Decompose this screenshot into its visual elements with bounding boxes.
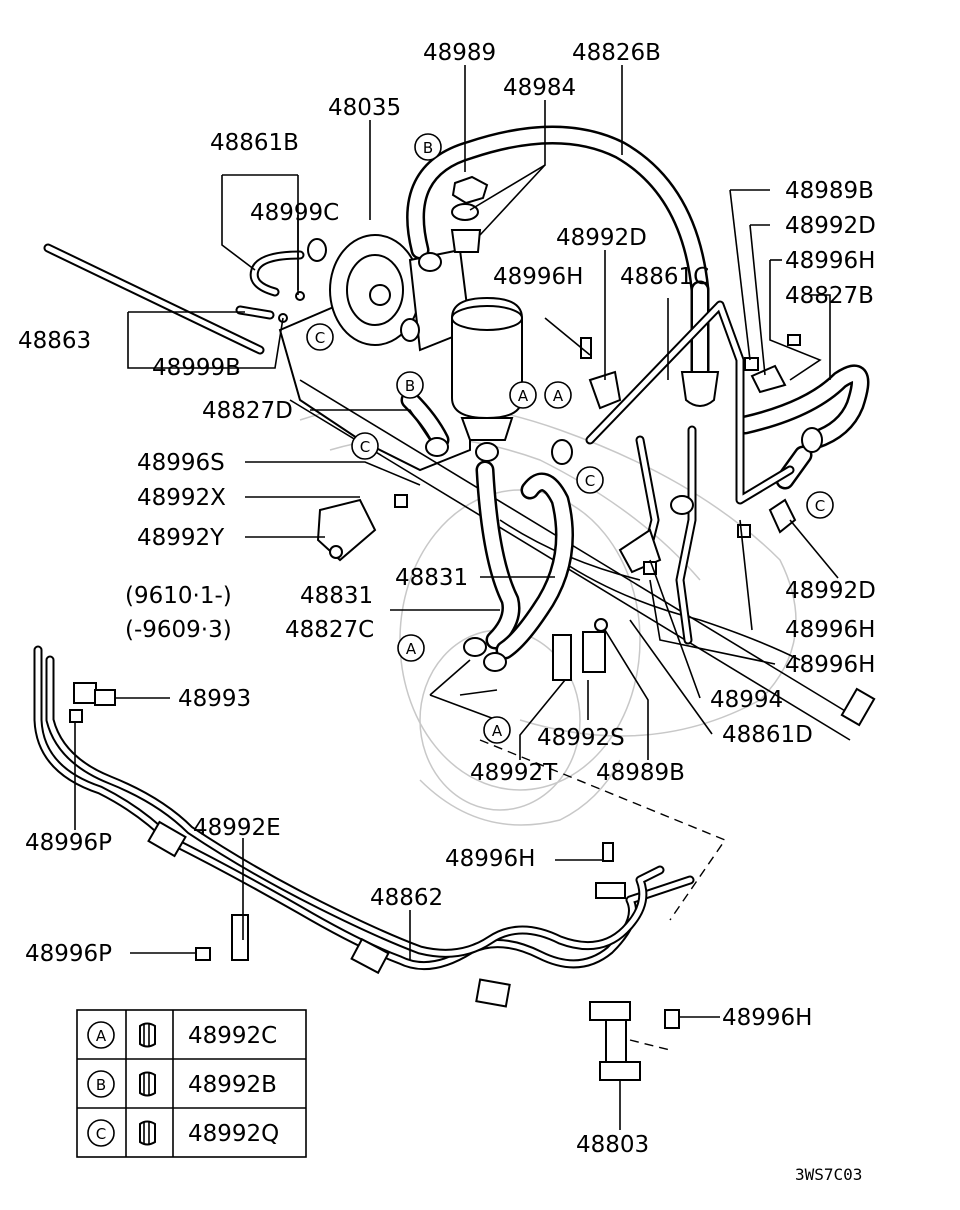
legend-part-b: 48992B xyxy=(188,1072,277,1098)
label-48827B: 48827B xyxy=(785,283,874,309)
power-steering-pump xyxy=(329,234,472,352)
cooler-pipe-48862 xyxy=(33,645,695,1008)
callout-b-2-label: B xyxy=(405,377,415,395)
label-48992E: 48992E xyxy=(193,815,281,841)
dashed-guides xyxy=(479,739,727,1051)
label-48992D-right: 48992D xyxy=(785,213,876,239)
label-48831-dated: 48831 xyxy=(300,583,373,609)
clamp-icon xyxy=(139,1022,156,1048)
clamps-and-fittings xyxy=(278,175,823,672)
callout-b-1-label: B xyxy=(423,139,433,157)
callout-c-2-label: C xyxy=(360,438,370,456)
callout-a-4-label: A xyxy=(492,722,503,740)
clamp-legend-table: A 48992C B 48992B C 48992Q xyxy=(76,1009,307,1158)
legend-key-b: B xyxy=(96,1076,106,1094)
label-48996P-b: 48996P xyxy=(25,941,112,967)
callout-c-2: C xyxy=(351,432,379,460)
rack-rod xyxy=(43,243,265,355)
label-48999C: 48999C xyxy=(250,200,339,226)
legend-key-a: A xyxy=(96,1027,107,1045)
label-48996H-right: 48996H xyxy=(785,248,875,274)
label-48035: 48035 xyxy=(328,95,401,121)
label-48996H-top: 48996H xyxy=(493,264,583,290)
clamp-icon xyxy=(139,1120,156,1146)
label-date-from: (9610·1-) xyxy=(125,583,232,609)
callout-b-1: B xyxy=(414,133,442,161)
callout-c-3: C xyxy=(576,466,604,494)
pipe-48861C xyxy=(585,300,795,505)
label-48992T: 48992T xyxy=(470,760,558,786)
callout-c-4: C xyxy=(806,491,834,519)
label-48993: 48993 xyxy=(178,686,251,712)
label-48826B: 48826B xyxy=(572,40,661,66)
label-48831: 48831 xyxy=(395,565,468,591)
part-labels: 48989 48826B 48984 48035 48861B 48999C 4… xyxy=(18,40,876,1158)
hose-48827B xyxy=(735,364,870,490)
label-48989B-right: 48989B xyxy=(785,178,874,204)
label-48996H-mid2: 48996H xyxy=(785,652,875,678)
callout-a-4: A xyxy=(483,716,511,744)
callout-c-3-label: C xyxy=(585,472,595,490)
label-48999B: 48999B xyxy=(152,355,241,381)
label-48996P-a: 48996P xyxy=(25,830,112,856)
callout-b-2: B xyxy=(396,371,424,399)
label-48992Y: 48992Y xyxy=(137,525,225,551)
callout-a-2-label: A xyxy=(553,387,564,405)
callout-a-1: A xyxy=(509,381,537,409)
label-date-to: (-9609·3) xyxy=(125,617,232,643)
label-48861D: 48861D xyxy=(722,722,813,748)
label-48996H-low: 48996H xyxy=(445,846,535,872)
hose-48831 xyxy=(495,472,574,660)
legend-row-b: B 48992B xyxy=(87,1070,277,1098)
label-48861B: 48861B xyxy=(210,130,299,156)
label-48989: 48989 xyxy=(423,40,496,66)
label-48989B-low: 48989B xyxy=(596,760,685,786)
reservoir-tank xyxy=(451,296,523,441)
label-48992X: 48992X xyxy=(137,485,226,511)
callout-a-3-label: A xyxy=(406,640,417,658)
callout-c-4-label: C xyxy=(815,497,825,515)
callout-a-1-label: A xyxy=(518,387,529,405)
label-48863: 48863 xyxy=(18,328,91,354)
legend-key-c: C xyxy=(96,1125,106,1143)
label-48996H-br: 48996H xyxy=(722,1005,812,1031)
hose-48827D xyxy=(400,390,450,450)
diagram-code: 3WS7C03 xyxy=(795,1165,862,1184)
clamp-icon xyxy=(139,1071,156,1097)
legend-row-c: C 48992Q xyxy=(87,1119,279,1147)
label-48827D: 48827D xyxy=(202,398,293,424)
label-48992D-lower: 48992D xyxy=(785,578,876,604)
hose-48861B xyxy=(235,250,305,320)
legend-part-c: 48992Q xyxy=(188,1121,279,1147)
callout-a-2: A xyxy=(544,381,572,409)
label-48984: 48984 xyxy=(503,75,576,101)
label-48861C: 48861C xyxy=(620,264,709,290)
callout-c-1-label: C xyxy=(315,329,325,347)
label-48992S: 48992S xyxy=(537,725,625,751)
label-48992D-top: 48992D xyxy=(556,225,647,251)
callout-a-3: A xyxy=(397,634,425,662)
label-48996H-mid1: 48996H xyxy=(785,617,875,643)
label-48803: 48803 xyxy=(576,1132,649,1158)
leader-lines xyxy=(74,65,839,1130)
callout-c-1: C xyxy=(306,323,334,351)
legend-part-a: 48992C xyxy=(188,1023,277,1049)
legend-row-a: A 48992C xyxy=(87,1021,277,1049)
label-48862: 48862 xyxy=(370,885,443,911)
callout-markers: B C B A A C C C A A xyxy=(306,133,834,744)
label-48994: 48994 xyxy=(710,687,783,713)
hose-48827C xyxy=(475,460,521,650)
label-48996S: 48996S xyxy=(137,450,225,476)
label-48827C: 48827C xyxy=(285,617,374,643)
